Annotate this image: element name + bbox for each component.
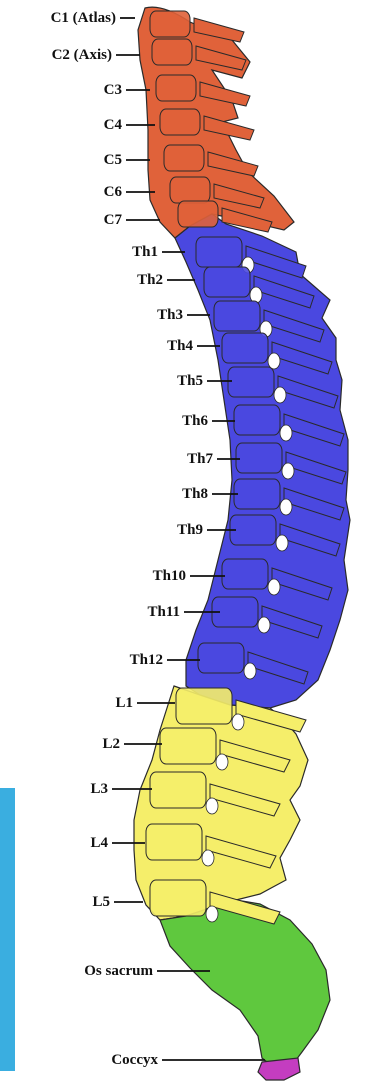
vertebral-body-10 — [214, 301, 260, 331]
vertebra-label: C3 — [104, 82, 122, 98]
vertebral-body-6 — [170, 177, 210, 203]
vertebra-label: Th5 — [177, 373, 203, 389]
vertebral-body-11 — [222, 333, 268, 363]
vertebra-label: Th11 — [147, 604, 180, 620]
vertebra-label: L1 — [115, 695, 133, 711]
vertebral-body-22 — [150, 772, 206, 808]
vertebra-label: Th2 — [137, 272, 163, 288]
vertebra-label: C2 (Axis) — [52, 47, 112, 63]
vertebral-body-15 — [234, 479, 280, 509]
vertebra-label: Os sacrum — [84, 963, 153, 979]
vertebra-label: Th12 — [130, 652, 163, 668]
vertebra-label: Th8 — [182, 486, 208, 502]
vertebra-label: Th4 — [167, 338, 193, 354]
vertebral-body-23 — [146, 824, 202, 860]
intervertebral-foramen-16 — [276, 535, 288, 551]
vertebral-body-5 — [164, 145, 204, 171]
vertebral-body-8 — [196, 237, 242, 267]
intervertebral-foramen-24 — [206, 906, 218, 922]
vertebral-body-17 — [222, 559, 268, 589]
intervertebral-foramen-13 — [280, 425, 292, 441]
vertebral-body-21 — [160, 728, 216, 764]
intervertebral-foramen-11 — [268, 353, 280, 369]
vertebra-label: Th9 — [177, 522, 203, 538]
vertebra-label: C1 (Atlas) — [51, 10, 116, 26]
vertebra-label: C6 — [104, 184, 122, 200]
vertebral-body-1 — [150, 11, 190, 37]
intervertebral-foramen-20 — [232, 714, 244, 730]
sacral-region — [160, 900, 330, 1066]
vertebral-body-19 — [198, 643, 244, 673]
intervertebral-foramen-22 — [206, 798, 218, 814]
vertebra-label: Th6 — [182, 413, 208, 429]
vertebral-body-16 — [230, 515, 276, 545]
vertebra-label: C5 — [104, 152, 122, 168]
vertebral-body-3 — [156, 75, 196, 101]
intervertebral-foramen-21 — [216, 754, 228, 770]
vertebra-label: C4 — [104, 117, 122, 133]
vertebral-body-9 — [204, 267, 250, 297]
vertebral-body-12 — [228, 367, 274, 397]
intervertebral-foramen-23 — [202, 850, 214, 866]
intervertebral-foramen-17 — [268, 579, 280, 595]
vertebral-body-13 — [234, 405, 280, 435]
intervertebral-foramen-12 — [274, 387, 286, 403]
vertebra-label: Th7 — [187, 451, 213, 467]
intervertebral-foramen-15 — [280, 499, 292, 515]
vertebra-label: C7 — [104, 212, 122, 228]
vertebral-body-20 — [176, 688, 232, 724]
vertebra-label: Th1 — [132, 244, 158, 260]
intervertebral-foramen-18 — [258, 617, 270, 633]
coccyx-region — [258, 1058, 300, 1080]
vertebra-label: L2 — [102, 736, 120, 752]
vertebra-label: Th3 — [157, 307, 183, 323]
vertebra-label: Coccyx — [111, 1052, 158, 1068]
vertebral-body-7 — [178, 201, 218, 227]
vertebral-body-4 — [160, 109, 200, 135]
vertebral-body-24 — [150, 880, 206, 916]
intervertebral-foramen-19 — [244, 663, 256, 679]
vertebra-label: L4 — [90, 835, 108, 851]
vertebra-label: L5 — [92, 894, 110, 910]
intervertebral-foramen-14 — [282, 463, 294, 479]
vertebra-label: Th10 — [153, 568, 186, 584]
vertebral-body-14 — [236, 443, 282, 473]
vertebral-body-2 — [152, 39, 192, 65]
vertebra-label: L3 — [90, 781, 108, 797]
